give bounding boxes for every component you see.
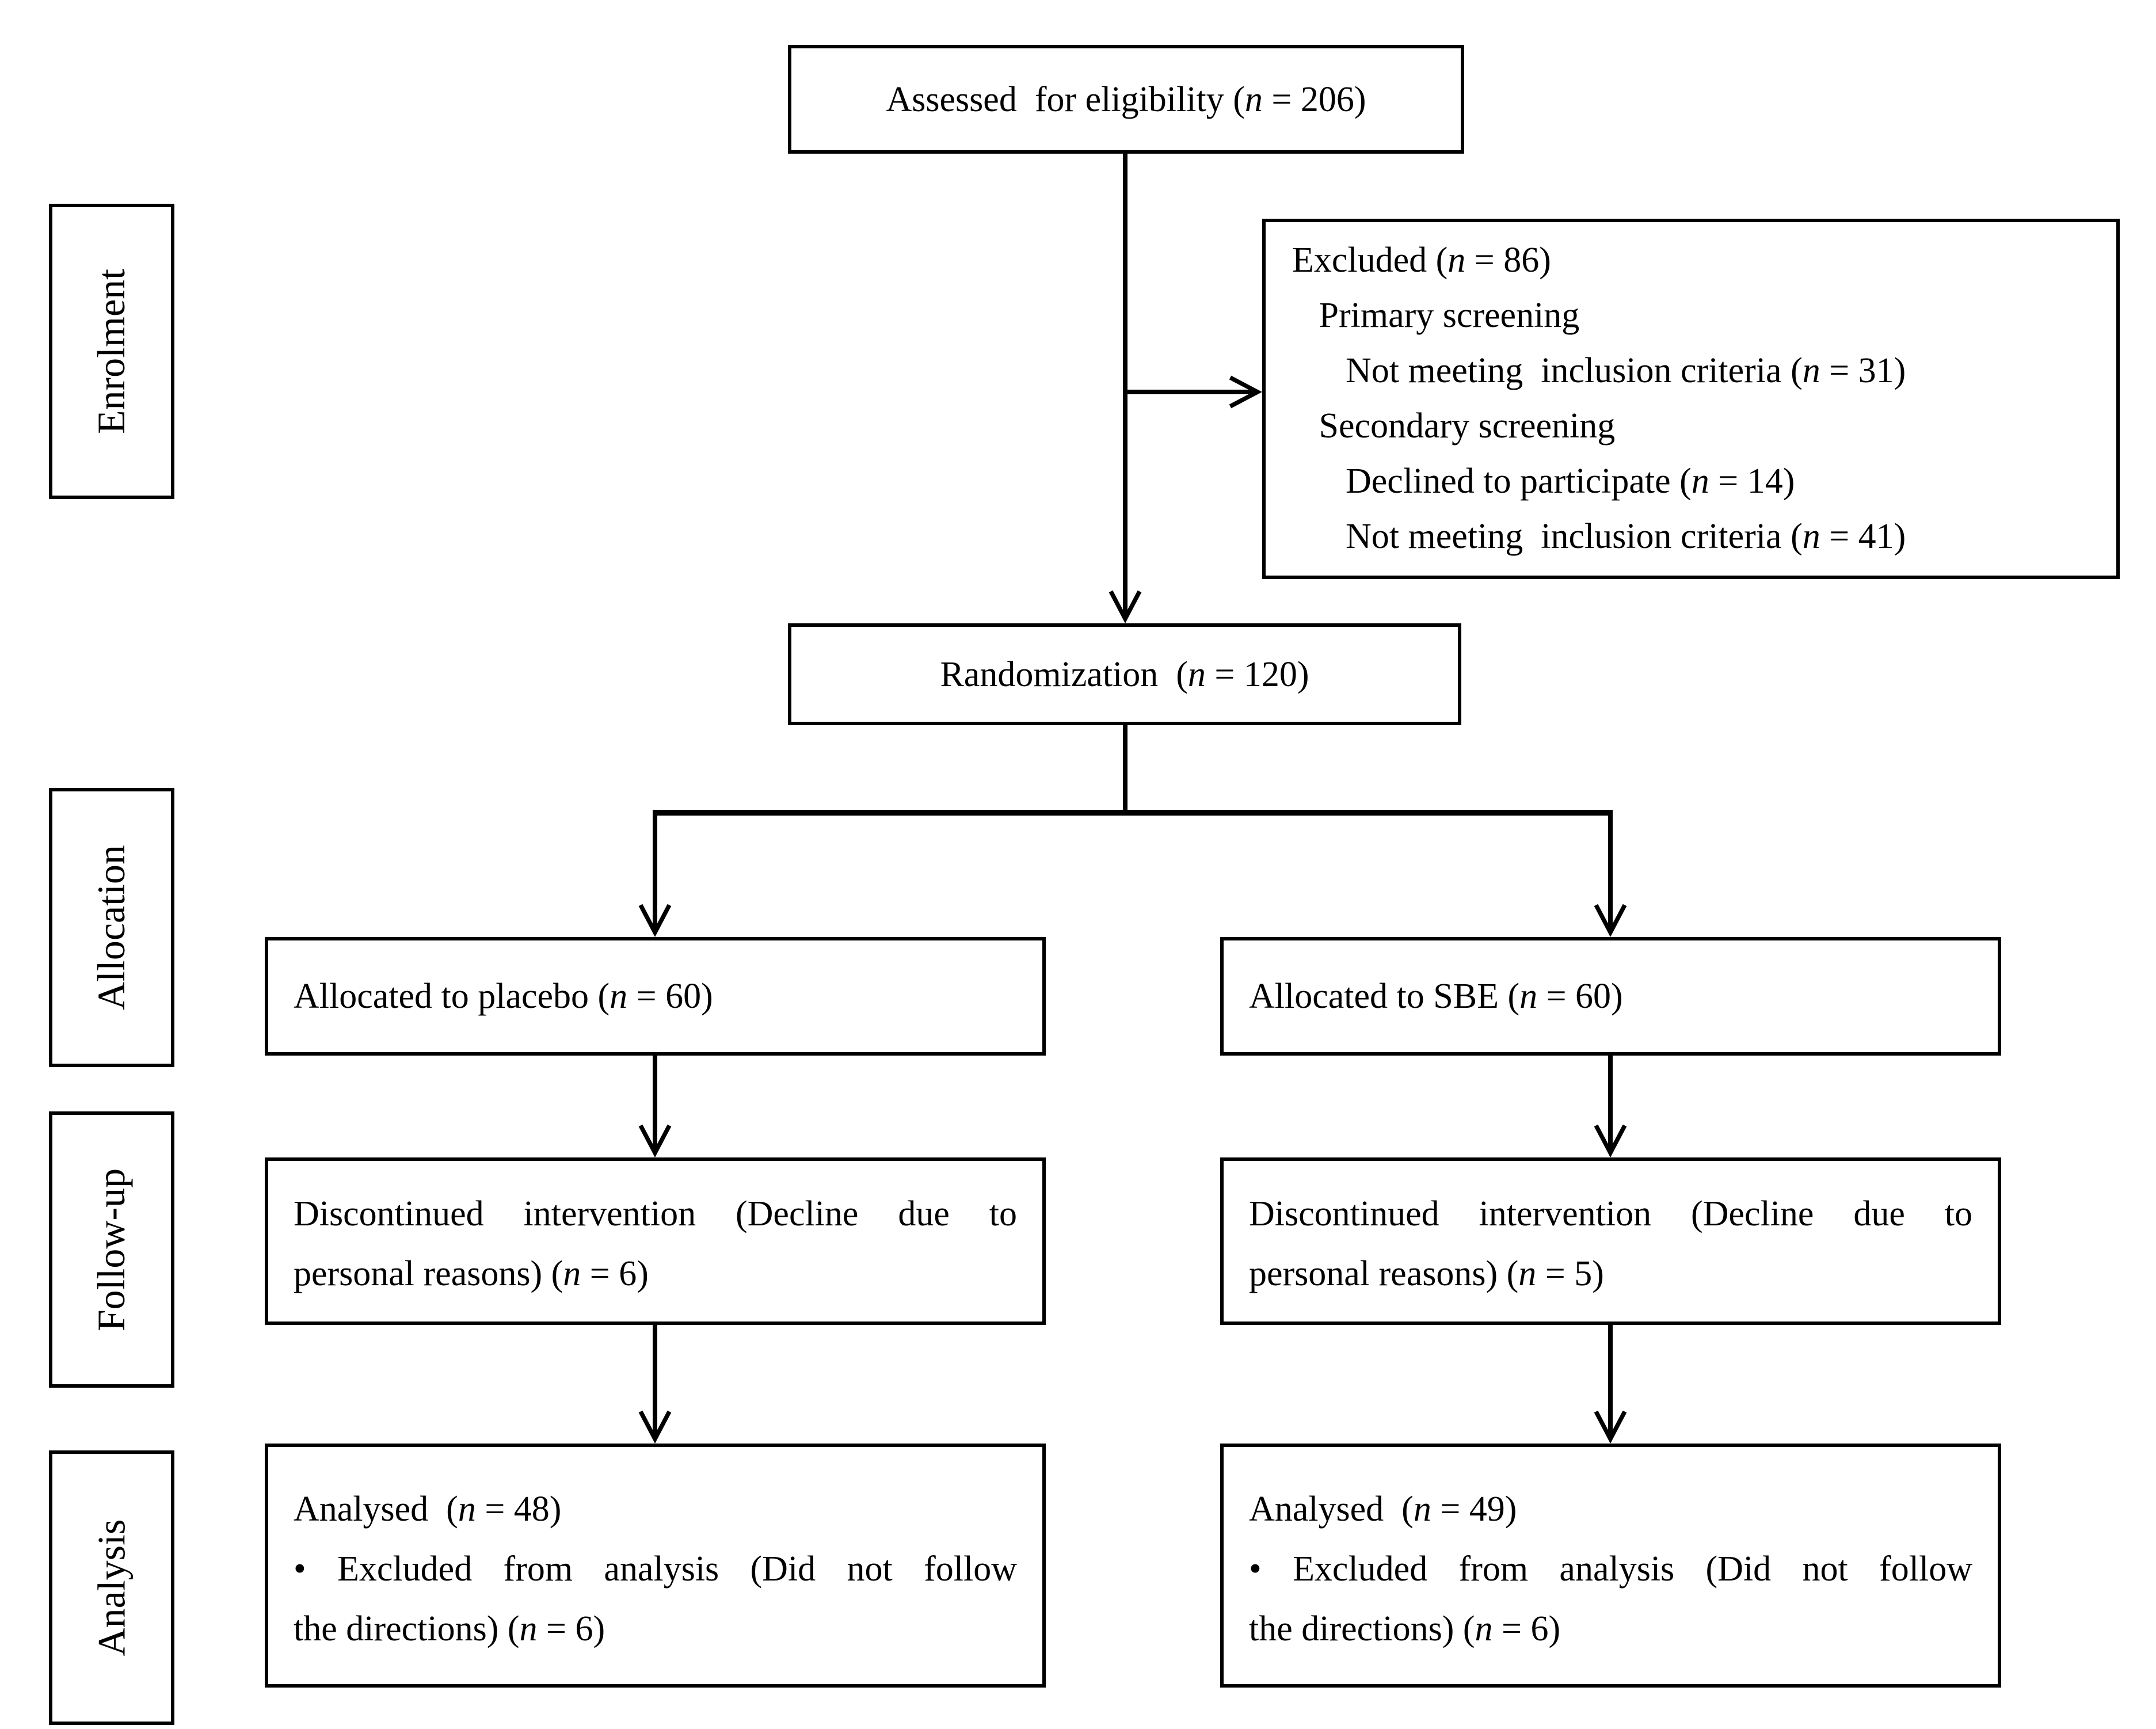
box-discontinued-placebo: Discontinued intervention (Decline due t… xyxy=(265,1157,1046,1325)
stage-label-followup-text: Follow-up xyxy=(89,1168,134,1331)
analysed-placebo-line: the directions) (n = 6) xyxy=(294,1609,605,1648)
excluded-line: Primary screening xyxy=(1292,296,1580,335)
box-allocated-placebo: Allocated to placebo (n = 60) xyxy=(265,937,1046,1056)
stage-label-analysis-text: Analysis xyxy=(89,1519,134,1656)
excluded-line: Secondary screening xyxy=(1292,406,1616,445)
analysed-placebo-line: • Excluded from analysis (Did not follow xyxy=(294,1549,1017,1589)
discontinued-sbe-line: personal reasons) (n = 5) xyxy=(1249,1254,1604,1293)
box-analysed-placebo: Analysed (n = 48) • Excluded from analys… xyxy=(265,1444,1046,1688)
box-allocated-sbe: Allocated to SBE (n = 60) xyxy=(1220,937,2001,1056)
box-randomization: Randomization (n = 120) xyxy=(788,623,1461,725)
box-excluded: Excluded (n = 86) Primary screening Not … xyxy=(1262,219,2120,579)
excluded-line: Not meeting inclusion criteria (n = 31) xyxy=(1292,351,1906,390)
box-analysed-sbe: Analysed (n = 49) • Excluded from analys… xyxy=(1220,1444,2001,1688)
stage-label-enrolment: Enrolment xyxy=(49,204,174,499)
randomization-text: Randomization (n = 120) xyxy=(940,654,1309,694)
stage-label-followup: Follow-up xyxy=(49,1111,174,1388)
excluded-line: Excluded (n = 86) xyxy=(1292,241,1551,280)
analysed-placebo-line: Analysed (n = 48) xyxy=(294,1490,562,1529)
analysed-sbe-line: Analysed (n = 49) xyxy=(1249,1490,1517,1529)
excluded-line: Declined to participate (n = 14) xyxy=(1292,462,1795,501)
stage-label-allocation-text: Allocation xyxy=(89,844,134,1011)
excluded-line: Not meeting inclusion criteria (n = 41) xyxy=(1292,517,1906,556)
discontinued-sbe-line: Discontinued intervention (Decline due t… xyxy=(1249,1194,1972,1233)
assessed-text: Assessed for eligibility (n = 206) xyxy=(886,79,1366,119)
box-assessed-for-eligibility: Assessed for eligibility (n = 206) xyxy=(788,45,1464,154)
box-discontinued-sbe: Discontinued intervention (Decline due t… xyxy=(1220,1157,2001,1325)
discontinued-placebo-line: personal reasons) (n = 6) xyxy=(294,1254,649,1293)
allocated-sbe-text: Allocated to SBE (n = 60) xyxy=(1249,977,1623,1016)
analysed-sbe-line: the directions) (n = 6) xyxy=(1249,1609,1561,1648)
allocated-placebo-text: Allocated to placebo (n = 60) xyxy=(294,977,713,1016)
stage-label-enrolment-text: Enrolment xyxy=(89,268,134,435)
analysed-sbe-line: • Excluded from analysis (Did not follow xyxy=(1249,1549,1972,1589)
stage-label-allocation: Allocation xyxy=(49,788,174,1067)
stage-label-analysis: Analysis xyxy=(49,1450,174,1725)
discontinued-placebo-line: Discontinued intervention (Decline due t… xyxy=(294,1194,1017,1233)
